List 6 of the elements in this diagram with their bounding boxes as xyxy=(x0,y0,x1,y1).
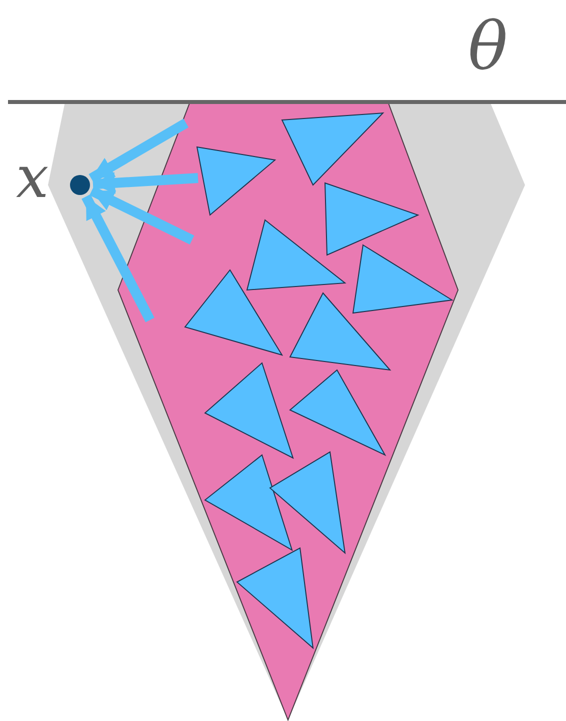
arrow xyxy=(92,172,198,194)
angle-symbol: θ xyxy=(468,14,508,80)
arrow xyxy=(89,186,194,244)
arrow xyxy=(88,118,189,183)
point-label: x xyxy=(16,148,49,206)
arrow xyxy=(82,194,154,322)
